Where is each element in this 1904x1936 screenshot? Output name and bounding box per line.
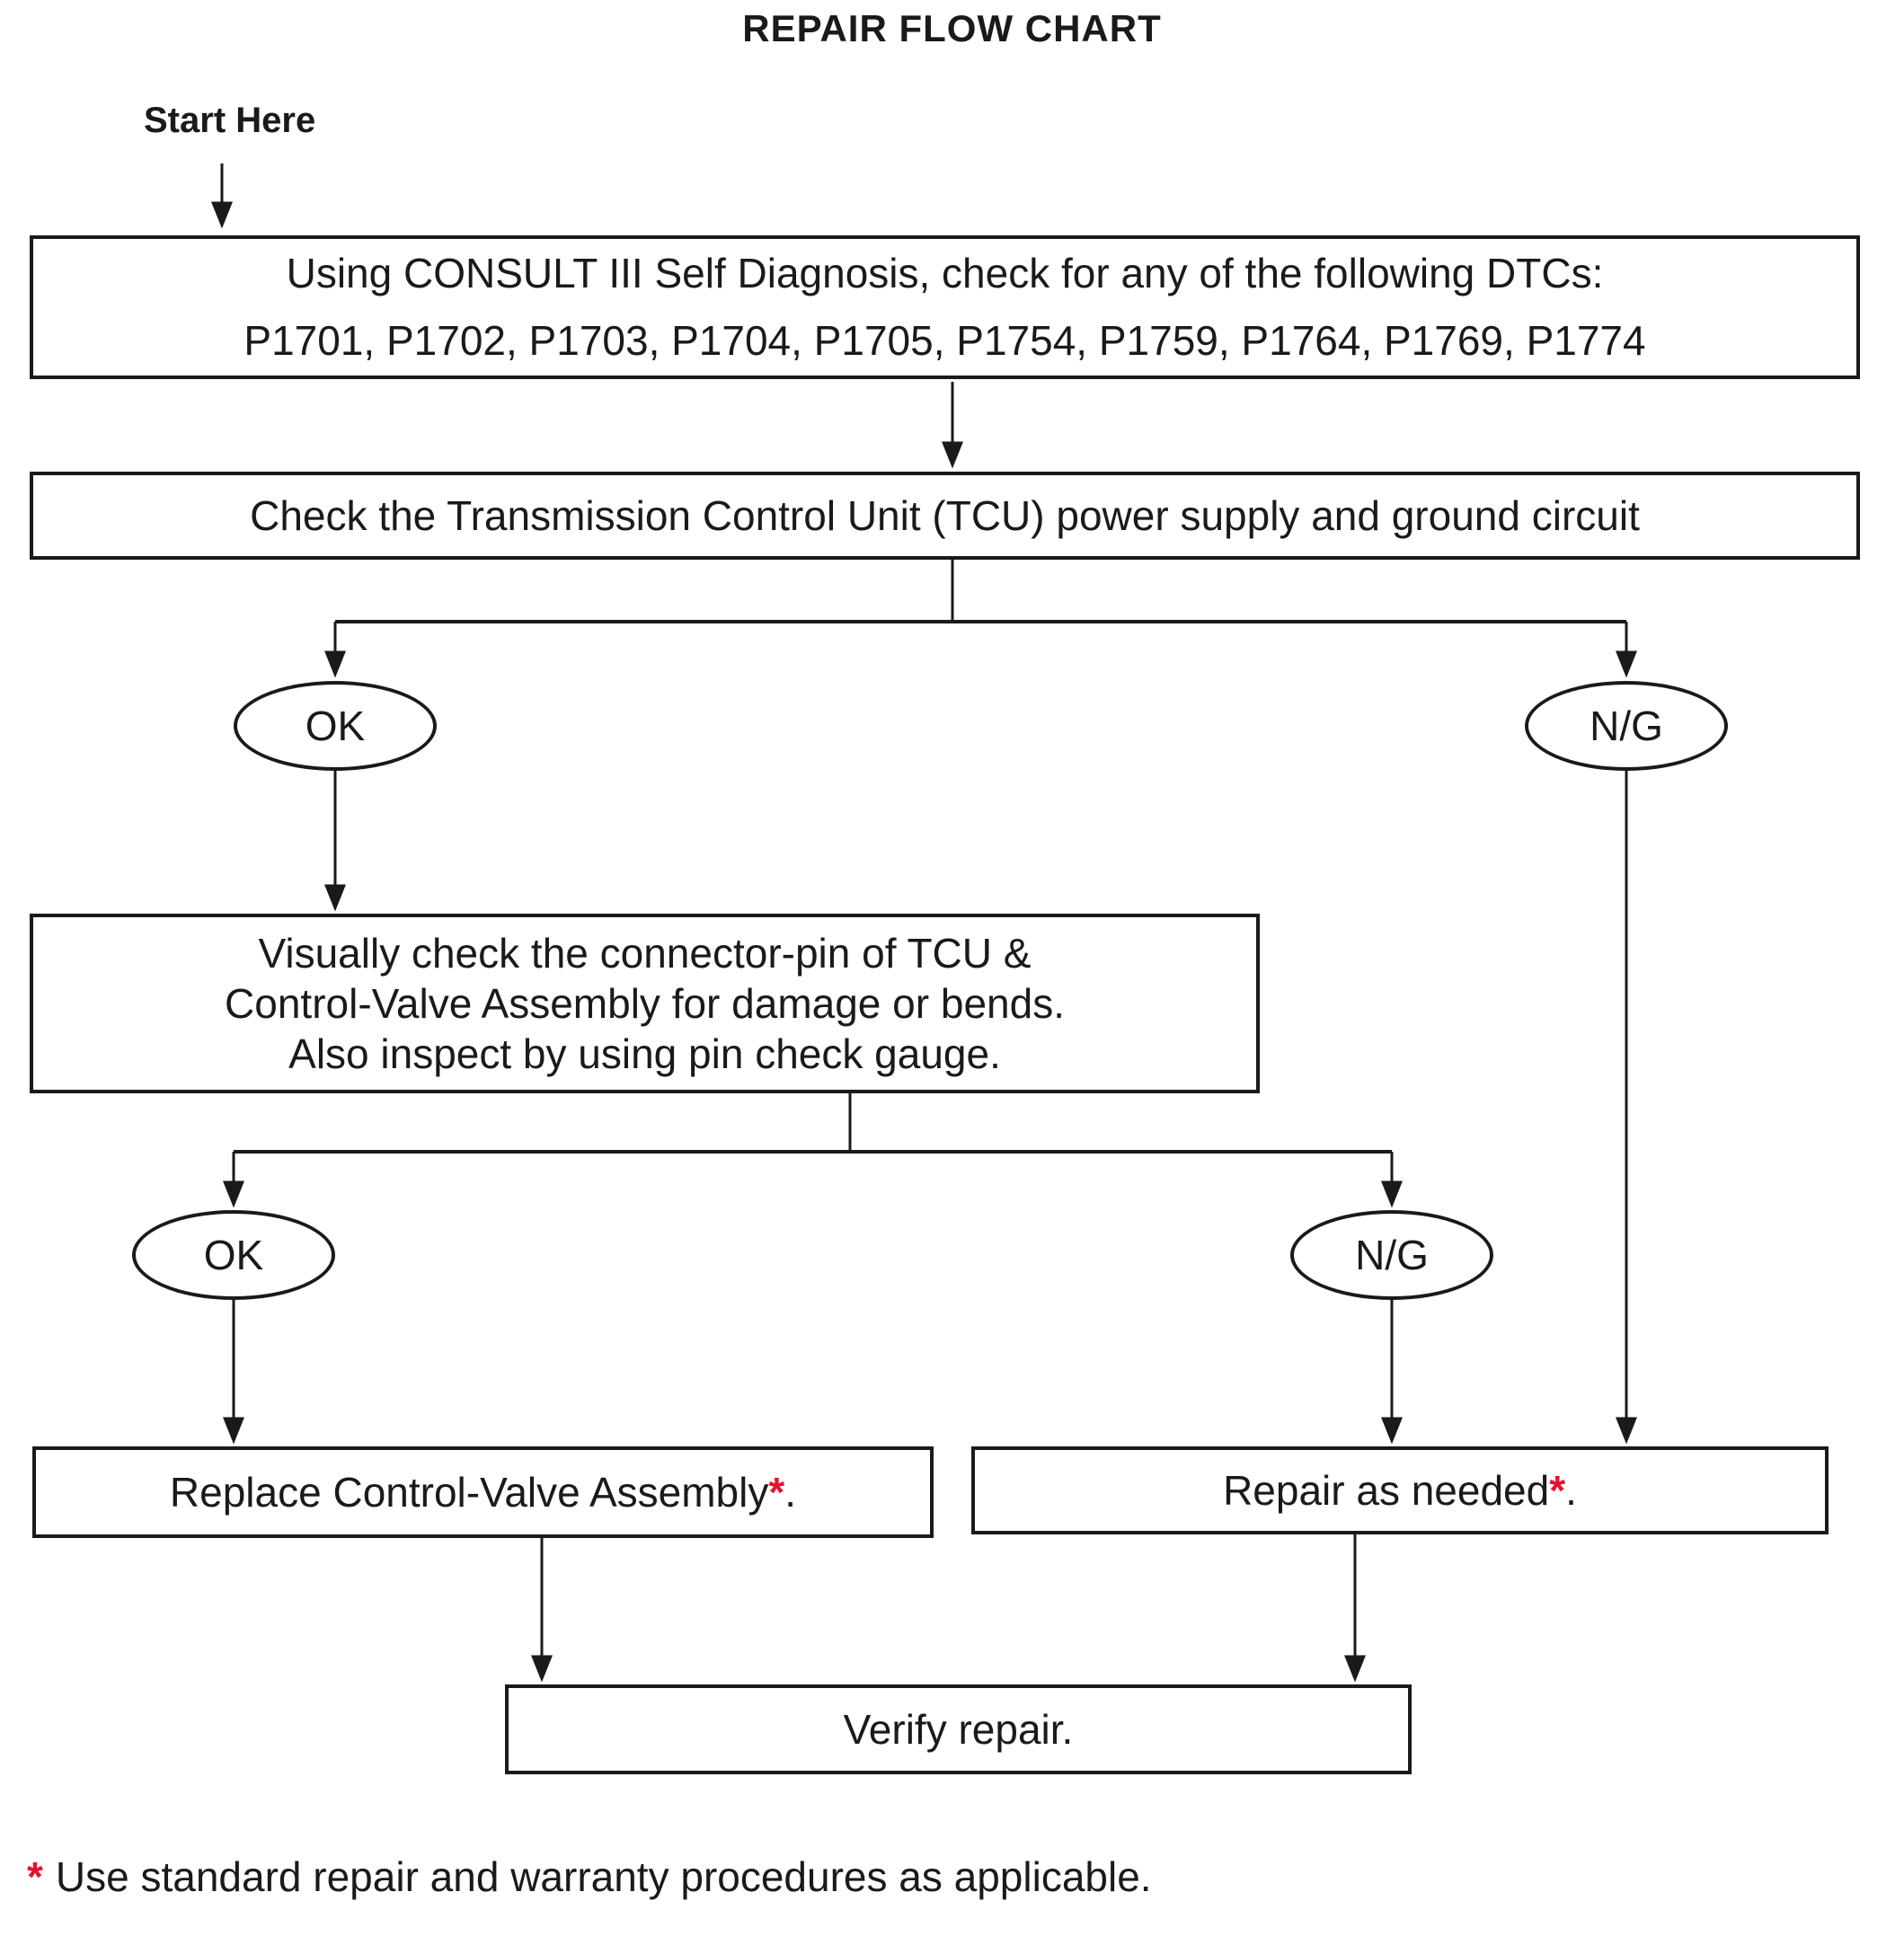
node-visual-check: Visually check the connector-pin of TCU … [30,914,1260,1093]
asterisk-marker: * [1549,1466,1566,1514]
decision-ok-2: OK [132,1210,335,1300]
decision-ng-2: N/G [1290,1210,1493,1300]
dtc-check-line-2: P1701, P1702, P1703, P1704, P1705, P1754… [244,317,1646,364]
replace-valve-label: Replace Control-Valve Assembly*. [169,1468,797,1516]
node-repair-as-needed: Repair as needed*. [971,1446,1829,1534]
start-here-label: Start Here [144,101,316,140]
footnote-text: Use standard repair and warranty procedu… [55,1853,1152,1900]
node-dtc-check: Using CONSULT III Self Diagnosis, check … [30,235,1860,379]
visual-check-line-1: Visually check the connector-pin of TCU … [258,929,1032,977]
decision-ng-1: N/G [1525,681,1728,771]
page-title: REPAIR FLOW CHART [742,7,1162,49]
node-verify-repair: Verify repair. [505,1684,1412,1774]
asterisk-marker: * [27,1853,43,1900]
asterisk-marker: * [768,1468,785,1516]
node-tcu-power-check: Check the Transmission Control Unit (TCU… [30,472,1860,560]
repair-as-needed-label: Repair as needed*. [1223,1466,1577,1514]
decision-ok-1: OK [234,681,437,771]
tcu-power-check-label: Check the Transmission Control Unit (TCU… [250,491,1640,539]
dtc-check-line-1: Using CONSULT III Self Diagnosis, check … [286,250,1604,296]
verify-repair-label: Verify repair. [843,1705,1074,1753]
visual-check-line-3: Also inspect by using pin check gauge. [288,1030,1001,1077]
node-replace-valve: Replace Control-Valve Assembly*. [32,1446,934,1538]
footnote: * Use standard repair and warranty proced… [27,1852,1152,1901]
visual-check-line-2: Control-Valve Assembly for damage or ben… [225,979,1065,1027]
